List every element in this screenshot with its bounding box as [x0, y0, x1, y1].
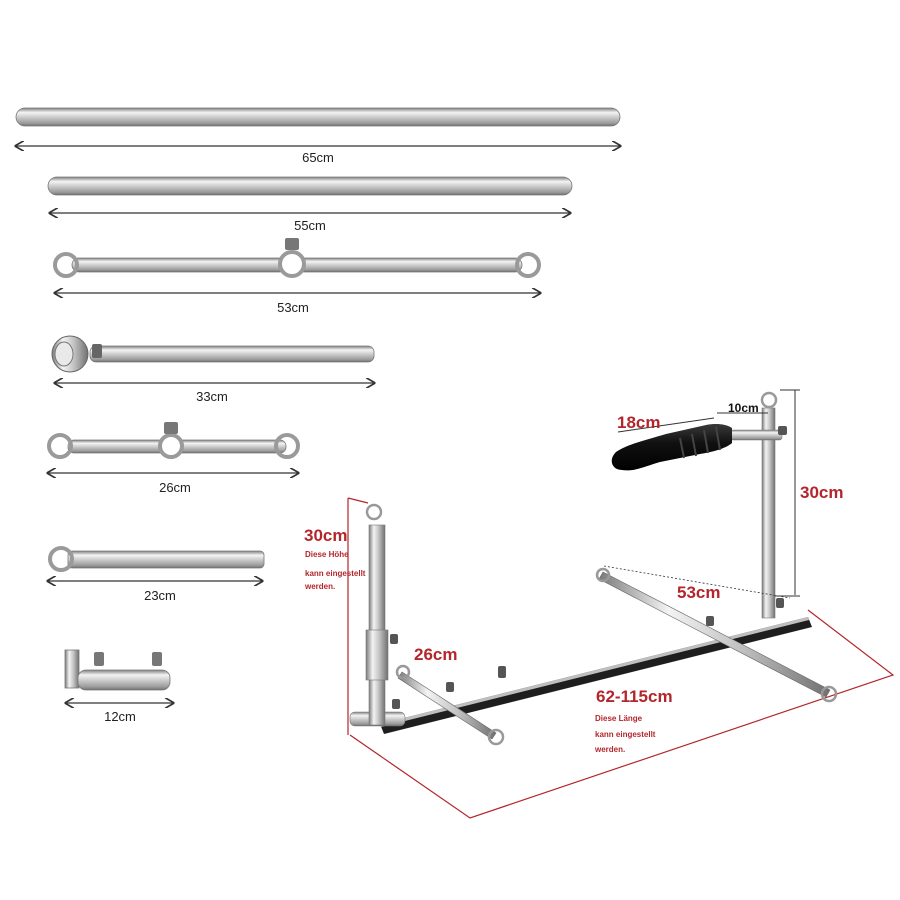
bar-26-center-ring [158, 433, 184, 459]
part-55cm: 55cm [47, 176, 573, 233]
bar-53-left-ring [53, 252, 79, 278]
left-cross-ring-front [487, 728, 505, 746]
bar-12-plate [64, 649, 80, 689]
bar-23-label: 23cm [144, 588, 176, 603]
base-length-label: 62-115cm [596, 687, 673, 706]
bar-23-ring [48, 546, 74, 572]
left-cross-screw [446, 682, 454, 692]
left-post-note-line1: Diese Höhe [305, 550, 349, 559]
left-post-height-label: 30cm [304, 526, 347, 545]
part-33cm: 33cm [51, 335, 375, 404]
left-post-screw [390, 634, 398, 644]
rod-55-tube [47, 176, 573, 196]
right-post-ring [760, 391, 778, 409]
left-post-sleeve [365, 629, 389, 681]
bar-33-tube [89, 345, 375, 363]
bar-33-label: 33cm [196, 389, 228, 404]
bar-26-label: 26cm [159, 480, 191, 495]
left-post-ring [365, 503, 383, 521]
bar-12-screw-right [152, 652, 162, 666]
part-53cm: 53cm [53, 238, 541, 315]
bar-12-label: 12cm [104, 709, 136, 724]
base-note-line2: kann eingestellt [595, 730, 656, 739]
part-26cm: 26cm [47, 422, 300, 495]
part-65cm: 65cm [15, 107, 621, 165]
bar-26-right-ring [274, 433, 300, 459]
dildo-arm-screw [778, 426, 787, 435]
left-post-note-line2: kann eingestellt [305, 569, 366, 578]
bar-53-label: 53cm [277, 300, 309, 315]
right-cross-ring-front [820, 685, 838, 703]
arm-length-label: 10cm [728, 401, 759, 415]
left-post-note-line3: werden. [304, 582, 335, 591]
bar-53-right-ring [515, 252, 541, 278]
dildo-length-label: 18cm [617, 413, 660, 432]
left-post-base-screw [392, 699, 400, 709]
rod-65-tube [15, 107, 621, 127]
left-post [368, 524, 386, 726]
dildo-arm [729, 429, 783, 441]
bar-23-tube [67, 550, 265, 569]
rod-65-label: 65cm [302, 150, 334, 165]
bar-53-center-ring [278, 250, 306, 278]
bar-12-tube [77, 669, 171, 691]
assembled-frame: 18cm 10cm 30cm 30cm Diese Höhe kann eing… [304, 389, 895, 819]
left-cross-ring-back [395, 664, 411, 680]
base-note-line1: Diese Länge [595, 714, 643, 723]
part-23cm: 23cm [48, 546, 265, 603]
cross-joint-screw [706, 616, 714, 626]
bar-33-clamp-opening [54, 341, 74, 367]
bar-26-screw [164, 422, 178, 434]
base-note-line3: werden. [594, 745, 625, 754]
dildo-length-line [617, 417, 715, 433]
bar-33-screw [92, 344, 102, 358]
front-cross-width-label: 26cm [414, 645, 457, 664]
right-post-screw [776, 598, 784, 608]
dildo-texture [679, 426, 721, 459]
cross-width-line [603, 565, 791, 599]
main-long-bar-highlight [380, 617, 809, 727]
bar-26-left-ring [47, 433, 73, 459]
left-post-top-guide [347, 497, 369, 504]
cross-width-label: 53cm [677, 583, 720, 602]
bar-53-screw [285, 238, 299, 250]
right-post-height-label: 30cm [800, 483, 843, 502]
right-cross-bar [598, 571, 831, 698]
main-bar-screw [498, 666, 506, 678]
rod-55-label: 55cm [294, 218, 326, 233]
bar-12-screw-left [94, 652, 104, 666]
right-cross-ring-back [595, 567, 611, 583]
part-12cm: 12cm [64, 649, 173, 724]
dildo [611, 424, 732, 471]
base-length-outline [349, 609, 895, 819]
